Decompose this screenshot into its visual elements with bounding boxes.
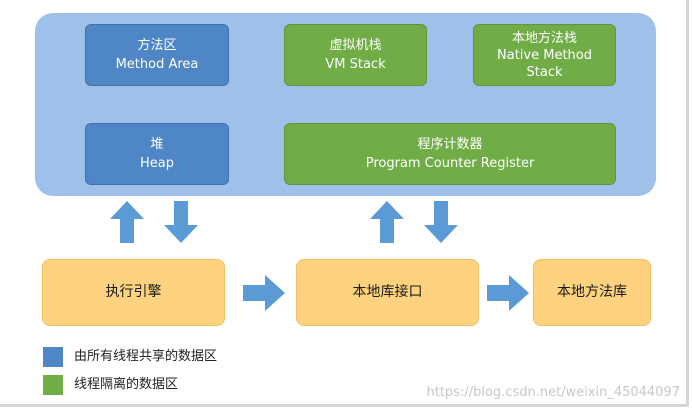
native-library-box: 本地方法库 [533,259,651,326]
watermark-text: https://blog.csdn.net/weixin_45044097 [426,385,680,400]
native-stack-zh: 本地方法栈 [511,30,577,46]
native-interface-label: 本地库接口 [352,284,423,300]
native-stack-en-line2: Stack [526,64,563,80]
legend-isolated-swatch [43,375,63,395]
native-library-label: 本地方法库 [557,284,627,300]
execution-engine-box: 执行引擎 [42,259,225,326]
legend-shared-label: 由所有线程共享的数据区 [74,349,218,364]
native-interface-box: 本地库接口 [296,259,479,326]
vm-stack-zh: 虚拟机栈 [329,38,382,53]
vm-stack-box: 虚拟机栈 VM Stack [284,24,427,86]
arrow-down-icon [424,201,458,243]
heap-en: Heap [140,156,174,171]
heap-box: 堆 Heap [85,123,229,185]
execution-engine-label: 执行引擎 [105,284,162,300]
native-stack-en-line1: Native Method [497,47,592,63]
arrow-right-icon [487,275,529,311]
legend-shared-swatch [43,347,63,367]
pc-register-en: Program Counter Register [365,156,535,171]
legend-isolated-label: 线程隔离的数据区 [74,377,179,392]
heap-zh: 堆 [150,137,164,152]
program-counter-register-box: 程序计数器 Program Counter Register [284,123,616,185]
pc-register-zh: 程序计数器 [417,137,483,152]
arrow-right-icon [243,275,285,311]
arrow-up-icon [370,201,404,243]
native-method-stack-box: 本地方法栈 Native Method Stack [473,24,616,86]
method-area-en: Method Area [115,57,199,72]
vm-stack-en: VM Stack [325,57,386,72]
method-area-zh: 方法区 [137,38,177,53]
method-area-box: 方法区 Method Area [85,24,229,86]
arrow-up-icon [110,201,144,243]
arrow-down-icon [164,201,198,243]
